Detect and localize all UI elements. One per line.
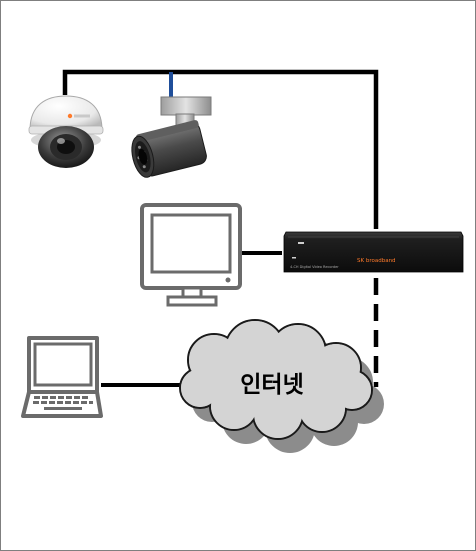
laptop-icon xyxy=(21,336,103,418)
nvr-brand-label: SK broadband xyxy=(357,258,396,264)
internet-cloud-icon: 인터넷 xyxy=(179,319,384,453)
cable-lines xyxy=(62,69,379,387)
nvr-caption-label: 4-CH Digital Video Recorder xyxy=(290,265,339,269)
camera-bus-cable xyxy=(62,69,379,232)
internet-cloud-label: 인터넷 xyxy=(240,372,303,398)
monitor-icon xyxy=(140,203,242,307)
bullet-camera-icon xyxy=(131,96,212,178)
nvr-recorder-icon: SK broadband 4-CH Digital Video Recorder xyxy=(282,229,465,275)
dome-camera-icon xyxy=(28,95,104,168)
